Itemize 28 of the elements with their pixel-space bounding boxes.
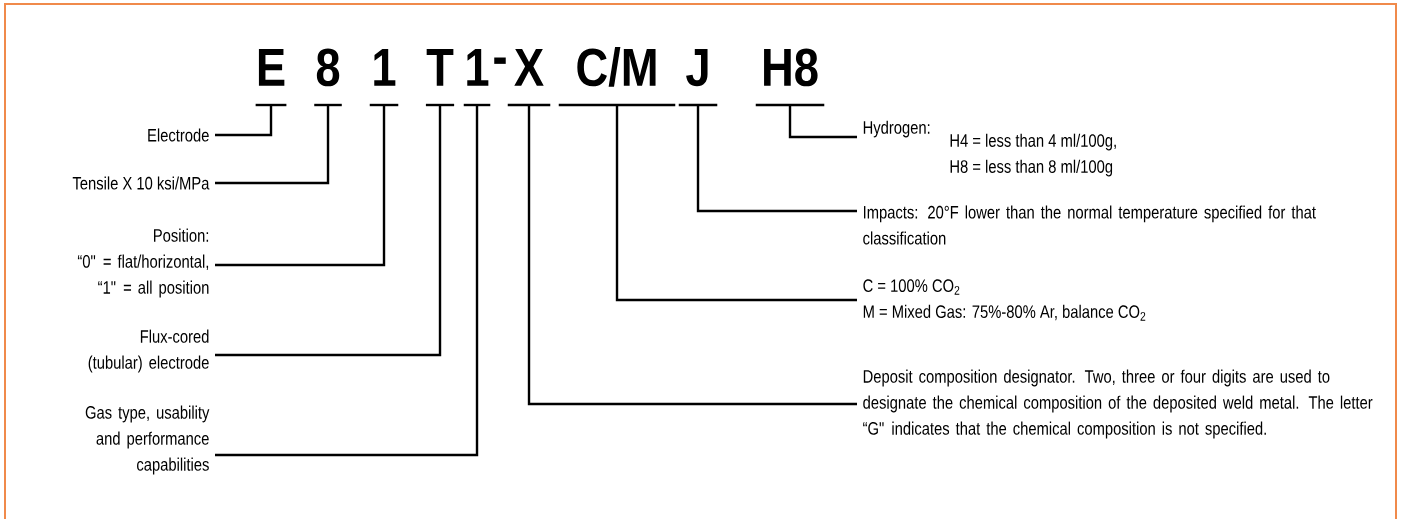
- description-text: Tensile X 10 ksi/MPa: [72, 176, 210, 190]
- code-hyphen: -: [494, 57, 506, 64]
- code-segment: 1: [463, 49, 491, 107]
- description-text: C = 100% CO$_{2}$ M = Mixed Gas: 75%-80% Ar, balance CO$_{2}$: [863, 279, 1146, 321]
- description-text: Hydrogen: H4 = less than 4 ml/100g, H8 = less than 8 ml/100g: [863, 120, 1116, 177]
- leader-line: [527, 105, 857, 406]
- description-text: Flux-cored (tubular) electrode: [88, 329, 209, 373]
- leader-line: [696, 105, 857, 213]
- leader-line: [215, 105, 479, 457]
- code-segment: 8: [314, 48, 342, 107]
- description-text: Gas type, usability and performance capabilities: [85, 405, 210, 475]
- leader-line: [788, 105, 857, 139]
- code-segment: X: [507, 49, 551, 107]
- code-segment: 1: [369, 49, 399, 107]
- code-segment: E: [255, 49, 287, 107]
- description-text: Position: “0" = flat/horizontal, “1" = all position: [77, 228, 209, 298]
- code-segment: C/M: [558, 47, 676, 107]
- leader-line: [215, 105, 386, 267]
- description-text: Deposit composition designator. Two, three or four digits are used to designate the chemical composition of the deposited weld metal. The letter “G" indicates that the chemical composition is not specified.: [863, 369, 1373, 439]
- code-segment: J: [678, 49, 718, 107]
- leader-line: [215, 105, 273, 137]
- code-segment: H8: [755, 48, 825, 107]
- leader-line: [615, 105, 857, 302]
- code-segment: T: [425, 49, 455, 107]
- leader-line: [215, 105, 330, 185]
- description-text: Impacts: 20°F lower than the normal temperature specified for that classification: [863, 205, 1316, 245]
- description-text: Electrode: [148, 128, 209, 142]
- leader-line: [215, 105, 442, 357]
